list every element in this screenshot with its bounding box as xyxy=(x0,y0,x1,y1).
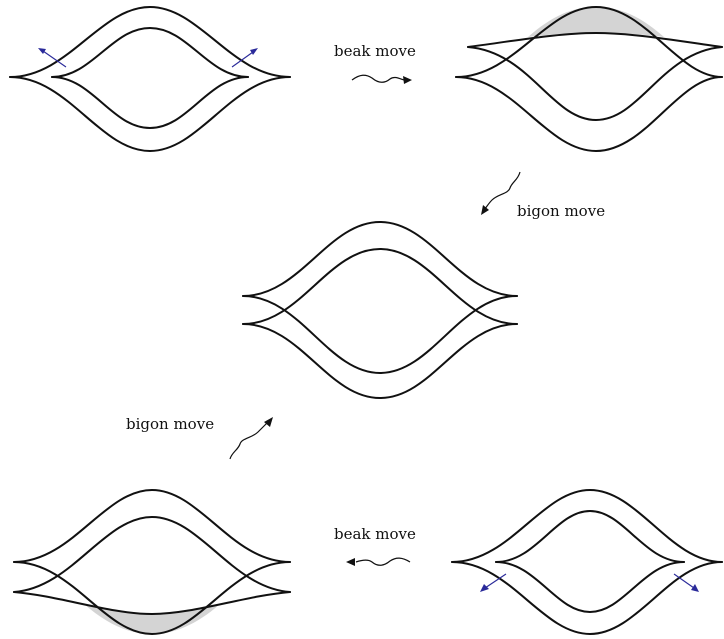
squiggle-arrowhead xyxy=(346,558,355,566)
inner-lower-curve xyxy=(467,46,723,121)
beak-move-label-top: beak move xyxy=(334,42,416,60)
blue-arrowhead xyxy=(38,48,46,54)
outer-upper-curve xyxy=(242,221,518,297)
outer-upper-curve xyxy=(451,489,723,563)
inner-upper-curve xyxy=(242,248,518,325)
squiggle-arrowhead xyxy=(264,417,273,427)
panel-top-left xyxy=(9,6,291,152)
inner-upper-curve xyxy=(13,516,291,593)
blue-arrow-shaft xyxy=(42,50,67,68)
outer-upper-curve xyxy=(9,6,291,78)
squiggle-line xyxy=(351,74,405,83)
blue-arrow-right xyxy=(231,48,258,68)
blue-arrowhead xyxy=(691,584,699,592)
outer-lower-curve xyxy=(455,76,723,152)
blue-arrowhead xyxy=(480,584,489,592)
squiggle-line xyxy=(483,171,521,211)
blue-arrow-shaft xyxy=(673,573,695,589)
shaded-bigon-bottom xyxy=(84,604,220,634)
blue-arrow-left xyxy=(38,48,67,68)
squiggle-line xyxy=(229,421,269,460)
outer-lower-curve xyxy=(9,76,291,152)
blue-arrow-shaft xyxy=(231,51,254,68)
inner-upper-curve xyxy=(495,510,685,563)
bigon-move-label-left: bigon move xyxy=(126,415,214,433)
blue-arrow-left xyxy=(480,573,507,592)
beak-move-label-bottom: beak move xyxy=(334,525,416,543)
squiggle-arrow-right xyxy=(351,74,412,84)
inner-lower-curve xyxy=(51,76,249,129)
squiggle-line xyxy=(355,557,411,566)
squiggle-arrowhead xyxy=(481,205,489,215)
panel-bottom-right xyxy=(451,489,723,635)
shaded-bigon-top xyxy=(528,7,664,37)
outer-lower-curve xyxy=(451,561,723,635)
outer-upper-curve xyxy=(13,489,291,563)
inner-lower-curve xyxy=(495,561,685,613)
bigon-move-label-right: bigon move xyxy=(517,202,605,220)
blue-arrow-shaft xyxy=(484,573,507,589)
blue-arrowhead xyxy=(250,48,258,55)
squiggle-arrow-left xyxy=(346,557,411,566)
inner-upper-curve xyxy=(467,32,723,48)
squiggle-arrow-up-right xyxy=(229,417,273,460)
panel-bottom-left xyxy=(13,489,291,635)
squiggle-arrowhead xyxy=(403,76,412,84)
inner-upper-curve xyxy=(51,27,249,78)
panel-middle xyxy=(242,221,518,399)
blue-arrow-right xyxy=(673,573,699,592)
squiggle-arrow-down-left xyxy=(481,171,521,215)
inner-lower-curve xyxy=(13,591,291,615)
panel-top-right xyxy=(455,6,723,152)
inner-lower-curve xyxy=(242,295,518,374)
outer-lower-curve xyxy=(13,561,291,635)
outer-lower-curve xyxy=(242,323,518,399)
